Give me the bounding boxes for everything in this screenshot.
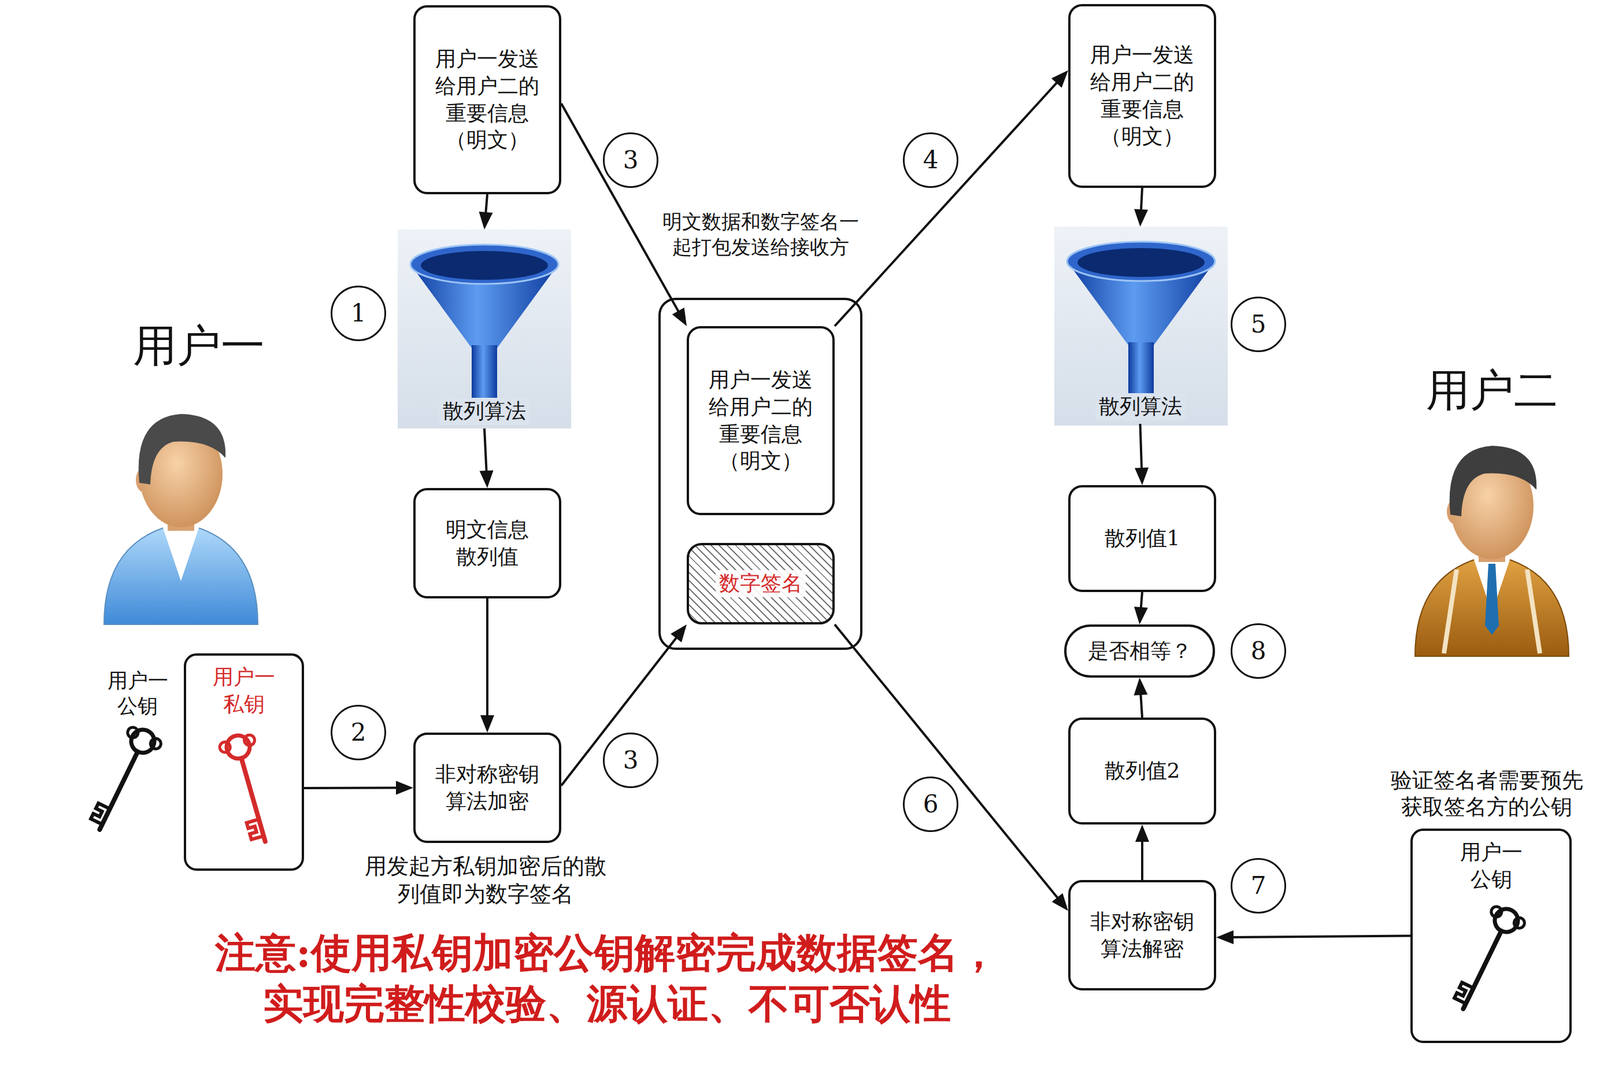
arrow-connector — [1134, 423, 1149, 485]
connector-line — [485, 194, 488, 215]
arrow-head — [1051, 69, 1069, 88]
node-text: 是否相等？ — [1087, 637, 1192, 665]
connector-line — [834, 81, 1058, 327]
arrow-connector — [1134, 187, 1148, 227]
funnel-graphic — [1054, 226, 1228, 426]
connector-line — [304, 786, 399, 790]
node-text: 用户一 私钥 — [212, 663, 276, 718]
package-box: 明文数据和数字签名一 起打包发送给接收方用户一发送 给用户二的 重要信息 （明文… — [658, 297, 863, 650]
callout-number: 5 — [1230, 296, 1287, 353]
arrow-head — [672, 307, 687, 327]
key-icon — [217, 730, 283, 847]
signature-note: 用发起方私钥加密后的散 列值即为数字签名 — [364, 852, 607, 908]
verify-note: 验证签名者需要预先 获取签名方的公钥 — [1390, 767, 1584, 821]
signature-box: 数字签名 — [686, 542, 835, 625]
encrypt-box: 非对称密钥 算法加密 — [413, 732, 562, 843]
arrow-head — [478, 211, 493, 230]
node-text: 散列值2 — [1104, 757, 1181, 785]
node-text: 用户一 公钥 — [1459, 838, 1524, 894]
plaintext-box: 用户一发送 给用户二的 重要信息 （明文） — [413, 5, 562, 195]
callout-number: 8 — [1230, 623, 1287, 679]
hash-value-box: 散列值2 — [1068, 717, 1217, 825]
arrow-head — [480, 715, 495, 733]
actor-name: 用户一 — [132, 317, 265, 373]
key-box: 用户一 私钥 — [183, 653, 305, 871]
connector-line — [1141, 591, 1143, 610]
arrow-connector — [1135, 824, 1150, 880]
arrow-head — [1135, 824, 1150, 842]
arrow-connector — [1133, 677, 1148, 718]
plaintext-box: 用户一发送 给用户二的 重要信息 （明文） — [1068, 4, 1217, 188]
key-box: 用户一 公钥 — [1410, 828, 1572, 1043]
node-text: 散列算法 — [439, 397, 530, 425]
node-text: 用户一发送 给用户二的 重要信息 （明文） — [1089, 41, 1195, 150]
node-text: 用户一发送 给用户二的 重要信息 （明文） — [434, 45, 540, 154]
node-text: 非对称密钥 算法解密 — [1089, 908, 1195, 963]
arrow-head — [670, 624, 687, 643]
connector-line — [1140, 423, 1143, 470]
arrow-head — [479, 469, 494, 488]
callout-number: 4 — [902, 132, 959, 188]
hash-funnel: 散列算法 — [397, 229, 572, 429]
key-icon — [1447, 901, 1528, 1017]
node-text: 散列算法 — [1095, 393, 1186, 421]
node-text: 非对称密钥 算法加密 — [434, 760, 540, 816]
person-icon — [104, 413, 258, 625]
arrow-connector — [834, 69, 1069, 327]
callout-number: 6 — [902, 776, 959, 832]
connector-line — [1231, 935, 1411, 938]
warning-note: 注意:使用私钥加密公钥解密完成数据签名， 实现完整性校验、源认证、不可否认性 — [214, 927, 1000, 1029]
hash-value-box: 散列值1 — [1068, 484, 1217, 592]
connector-line — [486, 598, 489, 718]
connector-line — [1141, 187, 1143, 212]
node-text: 散列值1 — [1104, 524, 1181, 553]
arrow-connector — [479, 428, 494, 488]
connector-line — [484, 428, 487, 473]
decrypt-box: 非对称密钥 算法解密 — [1068, 879, 1217, 991]
connector-line — [1140, 692, 1143, 718]
arrow-head — [1052, 893, 1069, 911]
person-icon — [1415, 445, 1569, 657]
arrow-head — [1134, 467, 1149, 485]
callout-number: 3 — [602, 132, 659, 188]
package-heading: 明文数据和数字签名一 起打包发送给接收方 — [661, 208, 860, 260]
arrow-connector — [304, 780, 414, 795]
actor-name: 用户二 — [1426, 362, 1558, 418]
arrow-head — [1134, 208, 1148, 227]
hash-value-box: 明文信息 散列值 — [413, 487, 562, 599]
hash-funnel: 散列算法 — [1054, 226, 1227, 424]
connector-line — [1141, 839, 1144, 880]
arrow-head — [1133, 677, 1148, 696]
arrow-head — [1134, 606, 1148, 625]
key-icon — [83, 722, 165, 837]
callout-number: 7 — [1230, 857, 1287, 914]
plaintext-box: 用户一发送 给用户二的 重要信息 （明文） — [686, 326, 835, 516]
arrow-head — [1216, 930, 1234, 944]
callout-number: 1 — [330, 285, 387, 342]
compare-box: 是否相等？ — [1064, 624, 1216, 678]
callout-number: 2 — [330, 704, 387, 761]
arrow-connector — [480, 598, 495, 733]
arrow-connector — [1134, 591, 1148, 625]
arrow-connector — [1216, 930, 1411, 944]
arrow-connector — [834, 624, 1069, 911]
node-text: 明文信息 散列值 — [445, 516, 530, 571]
key-label: 用户一 公钥 — [106, 668, 169, 720]
funnel-graphic — [397, 229, 572, 429]
connector-line — [834, 624, 1059, 899]
node-text: 数字签名 — [715, 569, 806, 598]
connector-line — [561, 103, 680, 313]
node-text: 用户一发送 给用户二的 重要信息 （明文） — [708, 366, 814, 475]
arrow-connector — [478, 194, 493, 230]
arrow-head — [395, 780, 414, 795]
callout-number: 3 — [602, 732, 659, 788]
